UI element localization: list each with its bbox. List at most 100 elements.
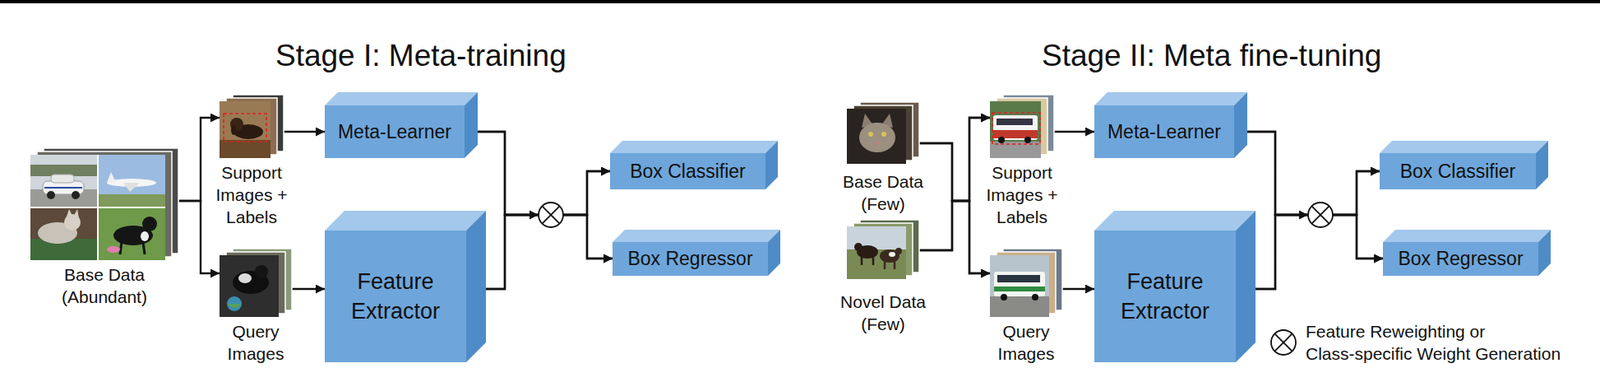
box-text: Feature Extractor bbox=[1104, 266, 1226, 326]
box-top-face bbox=[1094, 210, 1256, 231]
connector-arrow bbox=[464, 131, 613, 259]
query-image-stack-part bbox=[997, 274, 1041, 283]
novel-few-image-stack-part bbox=[888, 251, 896, 257]
support-image-stack-part bbox=[993, 115, 1038, 140]
box-label: Box Regressor bbox=[627, 247, 753, 270]
query-image-stack-part bbox=[238, 272, 252, 283]
base-data-grid-stack-part bbox=[71, 190, 80, 199]
caption-text: Base Data (Few) bbox=[833, 170, 933, 215]
support-image-stack-part bbox=[1024, 136, 1032, 144]
connector-arrow bbox=[466, 214, 613, 289]
combine-operator-part bbox=[1308, 202, 1333, 227]
support-image-stack-part bbox=[219, 139, 271, 158]
query-image-stack-part bbox=[1000, 293, 1008, 301]
box-side-face bbox=[767, 229, 781, 276]
connector-arrow bbox=[178, 117, 220, 201]
module-box: Feature Extractor bbox=[324, 230, 467, 362]
image-stack-node: Novel Data (Few) bbox=[846, 219, 920, 279]
image-caption: Query Images bbox=[214, 319, 297, 365]
connector-arrow bbox=[1234, 131, 1383, 259]
box-top-face bbox=[324, 92, 478, 106]
base-data-grid-stack-part bbox=[30, 208, 98, 260]
combine-operator-part bbox=[529, 210, 539, 220]
connector-arrow bbox=[466, 171, 611, 289]
base-few-image-stack-part bbox=[859, 122, 896, 153]
module-box: Box Classifier bbox=[1379, 152, 1536, 190]
module-box: Meta-Learner bbox=[1094, 105, 1235, 158]
base-data-grid-stack-part bbox=[140, 231, 149, 241]
combine-operator-part bbox=[541, 205, 560, 223]
connector-arrow bbox=[1062, 287, 1095, 290]
query-image-stack-part bbox=[989, 254, 1050, 317]
image-caption: Base Data (Few) bbox=[833, 170, 933, 215]
legend-wrap-spacer bbox=[1527, 319, 1569, 343]
novel-few-image-stack-part bbox=[854, 242, 863, 251]
base-data-grid-stack-part bbox=[120, 241, 122, 255]
legend-text: Feature Reweighting or Class-specific We… bbox=[1305, 321, 1561, 363]
box-side-face bbox=[466, 210, 486, 362]
connector-arrow bbox=[919, 143, 990, 273]
box-label: Box Classifier bbox=[629, 160, 746, 183]
box-side-face bbox=[464, 92, 478, 158]
connector-arrow bbox=[283, 130, 325, 133]
base-data-grid-stack-part bbox=[143, 241, 145, 255]
support-image-stack-part bbox=[992, 112, 1041, 144]
query-image-stack-part bbox=[226, 295, 242, 311]
box-side-face bbox=[1234, 92, 1248, 158]
caption-text: Support Images + Labels bbox=[980, 161, 1064, 228]
box-side-face bbox=[765, 140, 778, 190]
legend-entry: Feature Reweighting or Class-specific We… bbox=[1305, 319, 1569, 365]
query-image-stack bbox=[219, 248, 292, 317]
base-few-image-stack-part bbox=[846, 108, 907, 164]
novel-few-image-stack-part bbox=[893, 260, 897, 269]
support-image-stack-part bbox=[996, 118, 1033, 125]
base-data-grid-stack-part bbox=[30, 154, 98, 207]
box-text: Feature Extractor bbox=[334, 266, 457, 326]
support-image-stack-part bbox=[989, 101, 1041, 158]
box-label: Feature Extractor bbox=[1104, 266, 1226, 326]
image-stack-node: Support Images + Labels bbox=[989, 94, 1055, 158]
base-data-grid-stack bbox=[30, 147, 179, 260]
base-few-image-stack-part bbox=[868, 131, 874, 137]
base-data-grid-stack-part bbox=[98, 194, 166, 207]
combine-operator-part bbox=[538, 202, 564, 227]
support-image-stack bbox=[989, 94, 1055, 158]
image-caption: Support Images + Labels bbox=[210, 161, 293, 228]
box-label: Meta-Learner bbox=[337, 120, 452, 144]
support-image-stack-part bbox=[231, 124, 236, 135]
box-text: Box Regressor bbox=[1397, 247, 1523, 270]
base-data-grid-stack-part bbox=[66, 208, 73, 217]
caption-text: Query Images bbox=[214, 319, 297, 365]
query-image-stack-part bbox=[994, 271, 1046, 296]
legend-operator-symbol-part bbox=[1274, 332, 1292, 351]
box-text: Box Classifier bbox=[1400, 160, 1517, 183]
query-image-stack bbox=[989, 248, 1063, 317]
combine-operator-part bbox=[1299, 210, 1309, 220]
base-data-grid-stack-part bbox=[106, 171, 116, 183]
connector-arrow bbox=[919, 117, 990, 250]
novel-few-image-stack-part bbox=[895, 247, 902, 255]
box-top-face bbox=[610, 140, 778, 153]
legend-operator-symbol bbox=[1271, 329, 1296, 355]
query-image-stack-part bbox=[219, 254, 279, 317]
connector-arrow bbox=[1235, 214, 1383, 289]
image-caption: Query Images bbox=[984, 319, 1068, 365]
base-few-image-stack-part bbox=[881, 131, 887, 137]
query-image-stack-part bbox=[1031, 293, 1039, 301]
base-few-image-stack-part bbox=[874, 141, 880, 145]
connector-arrow bbox=[919, 200, 990, 273]
novel-few-image-stack-part bbox=[883, 260, 887, 269]
combine-operator-part bbox=[541, 205, 560, 223]
base-data-grid-stack-part bbox=[50, 174, 74, 183]
box-top-face bbox=[612, 229, 781, 242]
stage-title: Stage II: Meta fine-tuning bbox=[1041, 37, 1382, 74]
connector-arrow bbox=[464, 131, 611, 215]
image-stack-node: Base Data (Few) bbox=[846, 101, 920, 164]
base-data-grid-stack-part bbox=[46, 190, 56, 199]
stage-title: Stage I: Meta-training bbox=[275, 37, 567, 74]
novel-few-image-stack-part bbox=[872, 256, 875, 265]
box-text: Box Classifier bbox=[629, 160, 746, 183]
module-box: Box Classifier bbox=[610, 152, 766, 190]
box-text: Meta-Learner bbox=[1107, 120, 1221, 144]
